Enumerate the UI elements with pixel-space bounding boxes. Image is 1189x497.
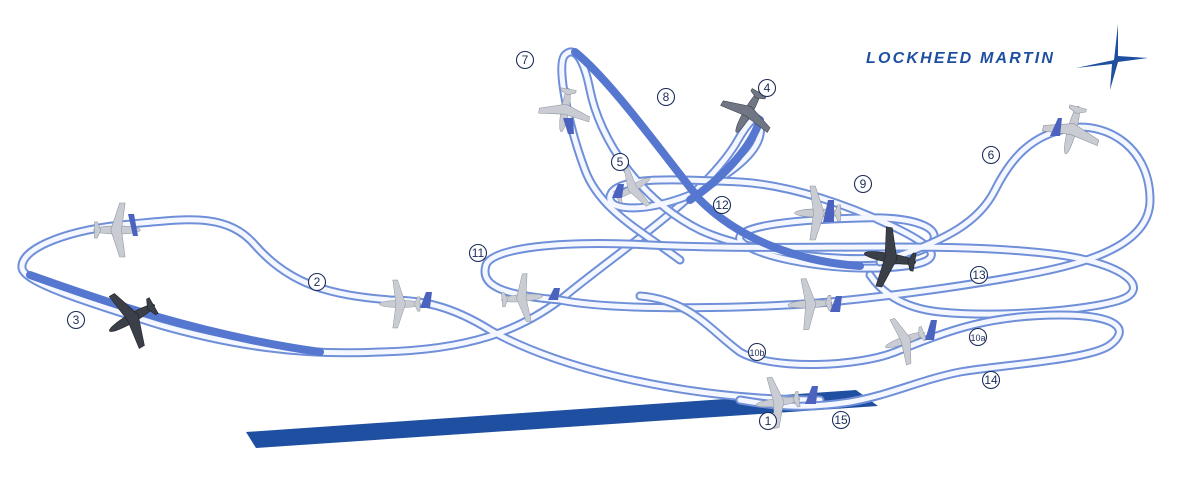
marker-circle-5 [610,152,630,172]
aircraft-icon [535,83,595,137]
marker-label-2: 2 [314,275,321,289]
marker-label-6: 6 [988,148,995,162]
marker-circle-8 [656,87,676,107]
marker-circle-13 [969,265,989,285]
marker-label-7: 7 [522,53,529,67]
marker-circle-6 [981,145,1001,165]
lockheed-martin-star-icon [1076,24,1148,90]
marker-label-12: 12 [715,198,729,212]
marker-circle-15 [831,410,851,430]
marker-circle-14 [981,370,1001,390]
marker-label-14: 14 [984,373,998,387]
flight-path-ribbons [17,47,1155,411]
marker-label-8: 8 [663,90,670,104]
aircraft-icon [876,309,934,371]
marker-label-10b: 10b [749,348,764,358]
marker-label-15: 15 [834,413,848,427]
marker-label-11: 11 [472,246,485,260]
marker-circle-3 [66,310,86,330]
marker-circle-2 [307,272,327,292]
marker-circle-1 [758,411,778,431]
marker-circle-7 [515,50,535,70]
lockheed-martin-logo: LOCKHEED MARTIN [866,50,1056,67]
marker-label-9: 9 [860,177,867,191]
marker-label-13: 13 [972,268,986,282]
marker-label-3: 3 [73,313,80,327]
marker-label-4: 4 [764,81,771,95]
marker-label-5: 5 [617,155,624,169]
marker-circle-9 [853,174,873,194]
marker-circle-11 [468,243,488,263]
aircraft-icon [378,279,422,329]
marker-label-10a: 10a [970,333,985,343]
tail-fins [128,118,1062,404]
marker-circle-12 [712,195,732,215]
marker-circle-10b [747,342,767,362]
runway-strip [246,390,878,448]
marker-circle-4 [757,78,777,98]
marker-circle-10a [968,327,988,347]
aircraft-icon [786,276,834,332]
marker-label-1: 1 [765,414,772,428]
